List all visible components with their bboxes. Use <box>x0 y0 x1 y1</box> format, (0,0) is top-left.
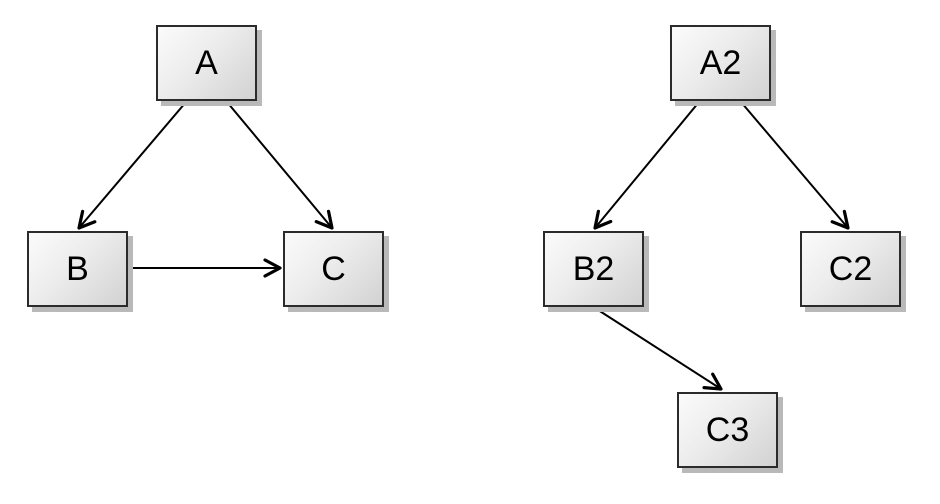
node-C3-label: C3 <box>705 411 750 449</box>
node-A[interactable]: A <box>156 25 257 101</box>
node-B-label: B <box>66 250 89 288</box>
edge-B2-C3 <box>594 307 723 391</box>
edge-A-B <box>77 101 187 230</box>
node-A-label: A <box>195 44 218 82</box>
node-A2[interactable]: A2 <box>670 25 771 101</box>
node-C2-label: C2 <box>828 250 873 288</box>
node-C2[interactable]: C2 <box>800 231 901 307</box>
node-C-label: C <box>321 250 346 288</box>
node-C[interactable]: C <box>283 231 384 307</box>
node-B2-label: B2 <box>572 250 615 288</box>
node-C3[interactable]: C3 <box>677 392 778 468</box>
edge-A-C <box>226 101 334 230</box>
edge-A2-C2 <box>740 101 850 230</box>
edge-A2-B2 <box>593 101 700 230</box>
node-A2-label: A2 <box>699 44 742 82</box>
node-B2[interactable]: B2 <box>543 231 644 307</box>
node-B[interactable]: B <box>27 231 128 307</box>
